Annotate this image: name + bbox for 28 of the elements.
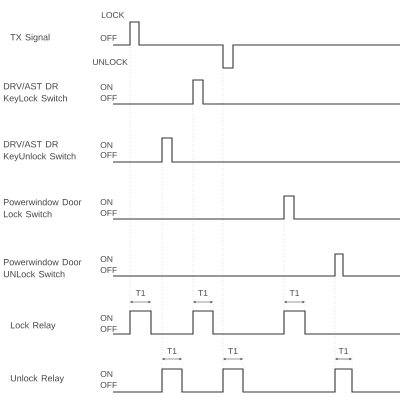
level-label: OFF <box>100 326 117 332</box>
time-label: T1 <box>290 290 300 296</box>
signal-label: DRV/AST DR KeyUnlock Switch <box>4 140 76 162</box>
level-label: UNLOCK <box>93 59 128 65</box>
time-label: T1 <box>338 348 348 354</box>
time-label: T1 <box>167 348 177 354</box>
level-label: OFF <box>100 152 117 158</box>
signal-label: TX Signal <box>10 34 50 42</box>
level-label: ON <box>100 256 112 262</box>
level-label: OFF <box>100 267 117 273</box>
level-label: ON <box>100 371 112 377</box>
level-label: OFF <box>100 210 117 216</box>
time-label: T1 <box>228 348 238 354</box>
signal-label: Powerwindow Door Lock Switch <box>4 198 82 218</box>
level-label: LOCK <box>102 12 124 18</box>
level-label: OFF <box>100 382 117 388</box>
signal-label: Powerwindow Door UNLock Switch <box>4 258 82 278</box>
signal-label: Unlock Relay <box>10 374 64 384</box>
level-label: ON <box>100 142 112 148</box>
time-label: T1 <box>136 290 146 296</box>
level-label: ON <box>100 199 112 205</box>
signal-label: DRV/AST DR KeyLock Switch <box>4 82 67 104</box>
level-label: OFF <box>100 95 117 101</box>
time-label: T1 <box>198 290 208 296</box>
level-label: ON <box>100 315 112 321</box>
signal-label: Lock Relay <box>10 322 56 330</box>
level-label: OFF <box>100 35 117 41</box>
level-label: ON <box>100 84 112 90</box>
